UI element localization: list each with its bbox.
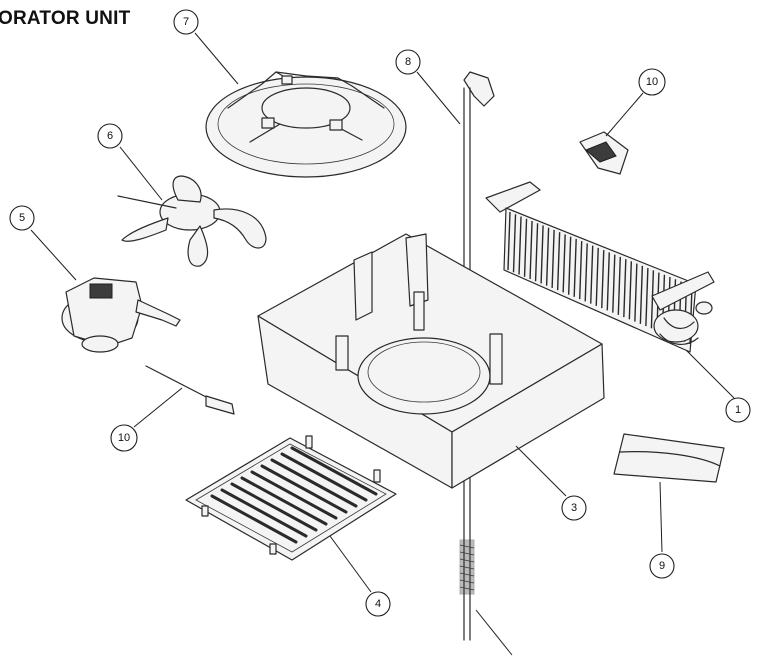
callout-10-top: 10 [638, 68, 666, 96]
diagram-title: ORATOR UNIT [0, 8, 131, 29]
svg-text:6: 6 [107, 130, 113, 142]
svg-text:7: 7 [183, 16, 189, 28]
callout-8: 8 [395, 49, 421, 75]
callout-4: 4 [365, 591, 391, 617]
callout-5: 5 [9, 205, 35, 231]
callout-6: 6 [97, 123, 123, 149]
part-sensor-probe [145, 365, 235, 415]
svg-text:5: 5 [19, 212, 25, 224]
callout-7: 7 [173, 9, 199, 35]
svg-text:10: 10 [646, 76, 658, 88]
callout-3: 3 [561, 495, 587, 521]
callout-10-left: 10 [110, 424, 138, 452]
part-fan-blade [117, 175, 267, 267]
svg-text:1: 1 [735, 404, 741, 416]
leader-lines [30, 32, 735, 656]
part-evaporator-coil [485, 181, 715, 353]
part-deflector [613, 433, 725, 483]
callout-1: 1 [725, 397, 751, 423]
callout-9: 9 [649, 553, 675, 579]
part-grille [185, 435, 397, 561]
part-clip [579, 131, 629, 175]
svg-text:3: 3 [571, 502, 577, 514]
svg-text:8: 8 [405, 56, 411, 68]
svg-text:4: 4 [375, 598, 381, 610]
part-housing [257, 233, 605, 489]
svg-text:9: 9 [659, 560, 665, 572]
part-fan-motor [61, 277, 181, 353]
svg-text:10: 10 [118, 432, 130, 444]
part-fan-shroud [205, 71, 407, 178]
